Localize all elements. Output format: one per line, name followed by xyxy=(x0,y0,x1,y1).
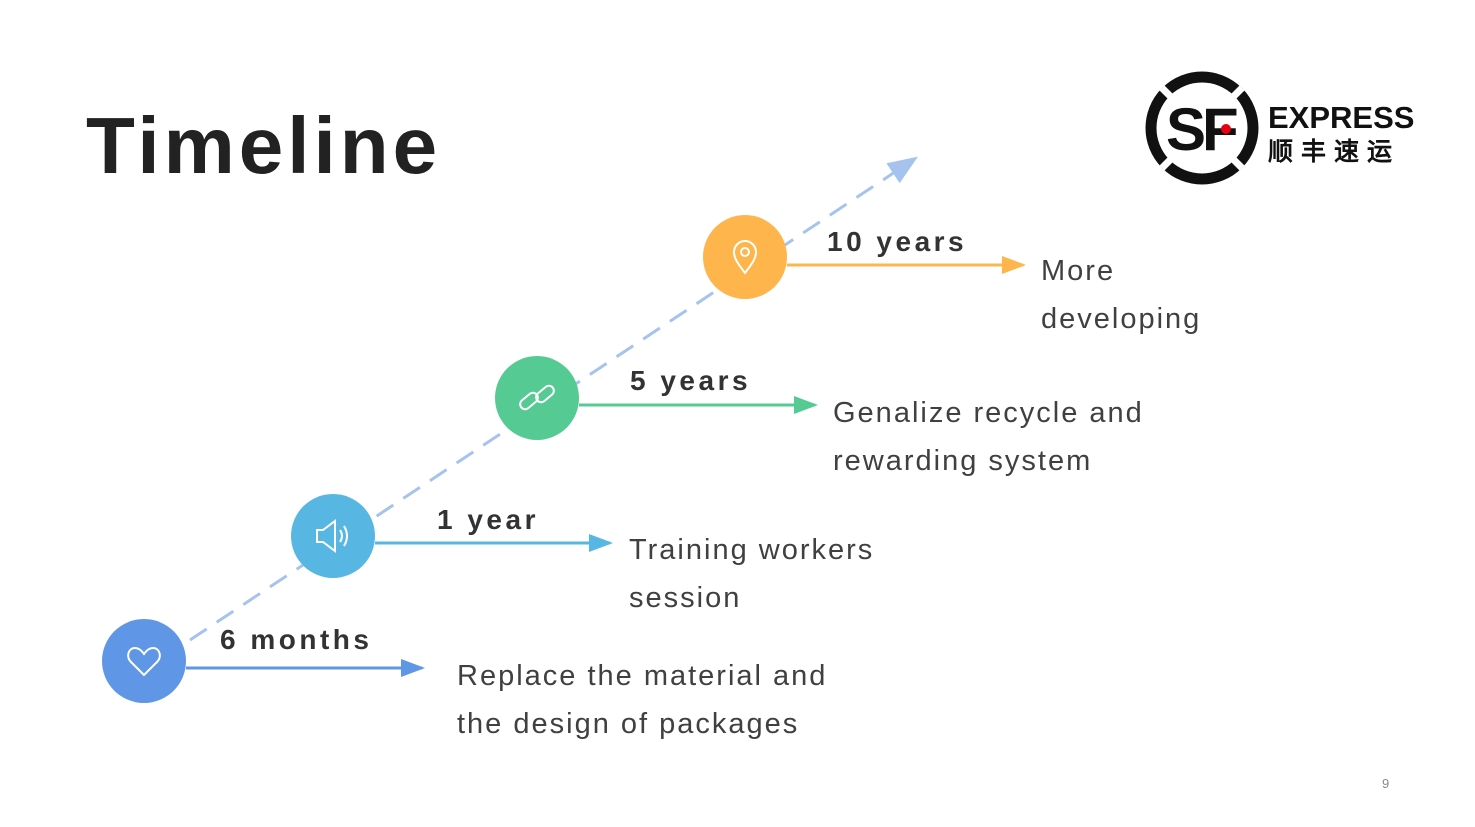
milestone-1-year-circle xyxy=(291,494,375,578)
logo-chinese-text: 顺丰速运 xyxy=(1268,137,1400,166)
milestone-label: 1 year xyxy=(437,504,539,535)
milestone-label: 5 years xyxy=(630,365,752,396)
milestone-description: More developing xyxy=(1041,255,1202,335)
page-number: 9 xyxy=(1382,776,1390,791)
sf-logo-mark: SF EXPRESS 顺丰速运 xyxy=(1145,71,1414,185)
sf-express-logo: SF EXPRESS 顺丰速运 xyxy=(1144,70,1414,186)
speaker-icon xyxy=(316,519,348,553)
milestone-5-years-circle xyxy=(495,356,579,440)
milestone-6-months-circle xyxy=(102,619,186,703)
page-title: Timeline xyxy=(86,101,442,190)
milestone-description: Replace the material and the design of p… xyxy=(457,660,828,740)
logo-express-text: EXPRESS xyxy=(1268,100,1414,135)
milestone-10-years-circle xyxy=(703,215,787,299)
heart-icon xyxy=(127,646,161,677)
milestone-label: 10 years xyxy=(827,226,968,257)
link-icon xyxy=(519,384,555,411)
milestone-description: Training workers session xyxy=(629,534,875,614)
location-pin-icon xyxy=(732,239,758,275)
milestone-label: 6 months xyxy=(220,624,373,655)
milestone-description: Genalize recycle and rewarding system xyxy=(833,397,1144,477)
